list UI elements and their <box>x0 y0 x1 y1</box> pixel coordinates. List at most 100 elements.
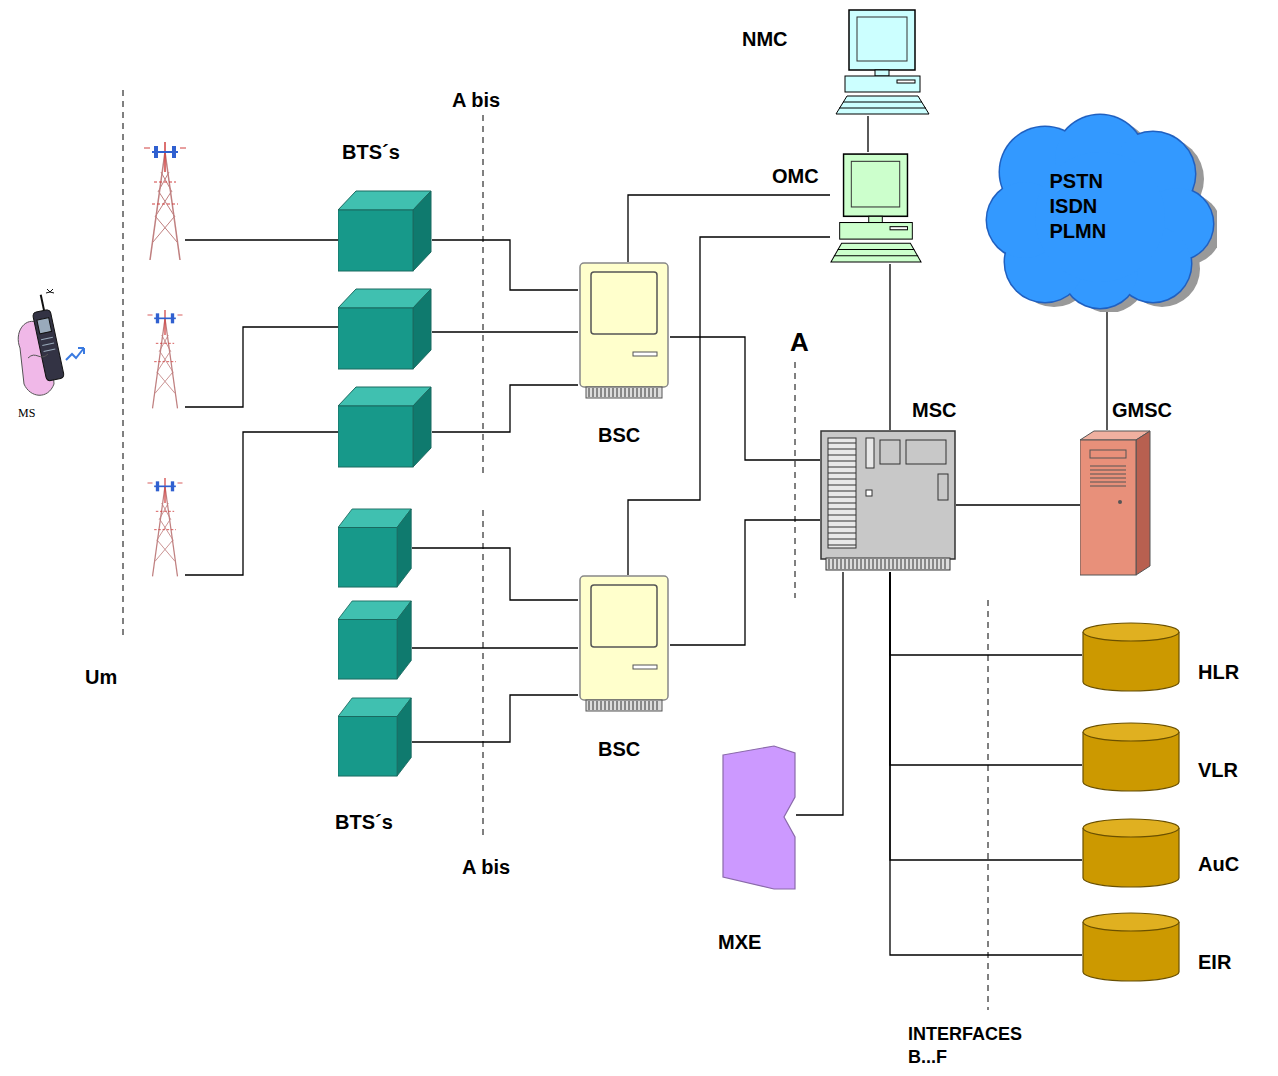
drawing-part <box>835 8 930 116</box>
mobile-station: MS <box>10 288 102 406</box>
drawing-part <box>828 503 856 504</box>
drawing-part <box>78 348 84 354</box>
drawing-part <box>913 559 914 569</box>
drawing-part <box>597 388 598 397</box>
drawing-part <box>921 559 922 569</box>
drawing-part <box>605 388 606 397</box>
drawing-part <box>32 309 64 381</box>
drawing-part <box>828 473 856 474</box>
interface-label: A bis <box>452 88 500 113</box>
drawing-part <box>29 294 64 382</box>
drawing-part <box>338 387 431 467</box>
drawing-part <box>828 533 856 534</box>
node-label: MXE <box>718 930 761 955</box>
drawing-part <box>1090 466 1126 467</box>
bsc-unit: BSC <box>578 262 670 400</box>
drawing-part <box>828 509 856 510</box>
drawing-part <box>722 745 796 890</box>
connector-line <box>889 264 890 430</box>
connector-line <box>890 572 1082 765</box>
drawing-part <box>857 17 907 61</box>
drawing-part <box>828 485 856 486</box>
connector-line <box>670 520 820 645</box>
drawing-part <box>937 559 938 569</box>
drawing-part <box>586 387 662 398</box>
omc-computer: OMC <box>830 152 922 264</box>
drawing-part <box>889 559 890 569</box>
drawing-part <box>633 665 657 669</box>
drawing-part <box>657 388 658 397</box>
node-label: BSC <box>598 423 640 448</box>
drawing-part <box>897 559 898 569</box>
drawing-part <box>820 430 956 572</box>
drawing-part <box>849 559 850 569</box>
drawing-part <box>123 90 124 640</box>
drawing-part <box>834 255 918 256</box>
drawing-part <box>10 288 102 406</box>
drawing-part <box>829 559 830 569</box>
drawing-part <box>828 455 856 456</box>
drawing-part <box>1080 440 1136 575</box>
drawing-part <box>586 700 662 711</box>
drawing-part <box>866 490 872 496</box>
drawing-part <box>830 152 922 264</box>
drawing-part <box>987 115 1213 308</box>
drawing-part <box>578 575 670 713</box>
node-label: VLR <box>1198 758 1238 783</box>
drawing-part <box>613 388 614 397</box>
drawing-part <box>42 343 54 345</box>
drawing-part <box>185 239 338 240</box>
drawing-part <box>1090 478 1126 479</box>
drawing-part <box>412 695 578 742</box>
drawing-part <box>893 559 894 569</box>
drawing-part <box>917 559 918 569</box>
drawing-part <box>657 701 658 710</box>
drawing-part <box>826 558 950 570</box>
drawing-part <box>929 559 930 569</box>
drawing-part <box>875 70 889 76</box>
drawing-part <box>597 701 598 710</box>
node-label: OMC <box>772 164 819 189</box>
drawing-part <box>593 701 594 710</box>
connector-line <box>890 572 1082 655</box>
drawing-part <box>637 388 638 397</box>
drawing-part <box>1118 500 1122 504</box>
drawing-part <box>483 115 484 475</box>
drawing-part <box>1083 913 1179 931</box>
drawing-part <box>845 559 846 569</box>
drawing-part <box>880 440 900 464</box>
drawing-part <box>909 559 910 569</box>
node-label: BSC <box>598 737 640 762</box>
drawing-part <box>906 440 946 464</box>
drawing-part <box>897 80 915 83</box>
drawing-part <box>148 478 183 576</box>
interface-label: BTS´s <box>342 140 400 165</box>
drawing-part <box>1082 818 1180 888</box>
nmc-computer: NMC <box>835 8 930 116</box>
drawing-part <box>37 318 52 334</box>
drawing-part <box>1090 450 1126 458</box>
drawing-part <box>941 559 942 569</box>
interface-label: A <box>790 326 809 359</box>
drawing-part <box>877 559 878 569</box>
interface-label: Um <box>85 665 117 690</box>
drawing-part <box>601 388 602 397</box>
drawing-part <box>828 467 856 468</box>
drawing-part <box>869 216 883 222</box>
drawing-part <box>580 263 668 387</box>
drawing-part <box>621 388 622 397</box>
drawing-part <box>66 348 84 360</box>
node-label: MS <box>18 406 35 421</box>
drawing-part <box>828 479 856 480</box>
drawing-part <box>828 449 856 450</box>
drawing-part <box>185 240 578 742</box>
drawing-part <box>857 559 858 569</box>
interface-label: INTERFACES B...F <box>908 1023 1048 1068</box>
interface-label: A bis <box>462 855 510 880</box>
drawing-part <box>185 327 338 407</box>
drawing-part <box>649 388 650 397</box>
drawing-part <box>625 701 626 710</box>
drawing-part <box>609 701 610 710</box>
drawing-part <box>828 443 856 444</box>
network-cloud: PSTN ISDN PLMN <box>985 112 1217 312</box>
